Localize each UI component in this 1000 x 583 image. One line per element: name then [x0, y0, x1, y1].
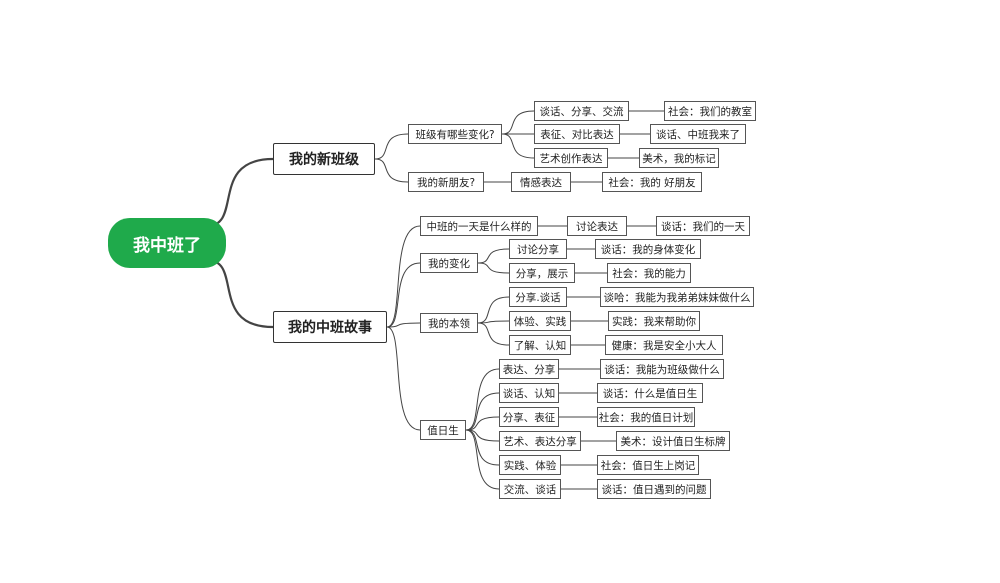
- branch-line: [374, 158, 409, 183]
- branch-2-topic-4-activity-5[interactable]: 社会：值日生上岗记: [597, 455, 699, 475]
- branch-2-topic-4-activity-2[interactable]: 谈话：什么是值日生: [597, 383, 703, 403]
- item-line: [465, 392, 500, 431]
- branch-2-topic-4-item-6[interactable]: 交流、谈话: [499, 479, 561, 499]
- branch-2-topic-3-activity-1[interactable]: 谈哈：我能为我弟弟妹妹做什么: [600, 287, 754, 307]
- branch-1-topic-1-item-2[interactable]: 表征、对比表达: [534, 124, 620, 144]
- branch-2-topic-4-item-2[interactable]: 谈话、认知: [499, 383, 559, 403]
- item-line: [477, 262, 510, 274]
- branch-1-topic-1[interactable]: 班级有哪些变化?: [408, 124, 502, 144]
- item-line: [477, 248, 510, 264]
- item-line: [465, 368, 500, 431]
- branch-2-topic-2-item-1[interactable]: 讨论分享: [509, 239, 567, 259]
- branch-2-topic-4-activity-6[interactable]: 谈话：值日遇到的问题: [597, 479, 711, 499]
- root-branch-line: [206, 157, 274, 228]
- branch-2-topic-3-activity-3[interactable]: 健康：我是安全小大人: [605, 335, 723, 355]
- branch-2-topic-1[interactable]: 中班的一天是什么样的: [420, 216, 538, 236]
- branch-1-topic-1-activity-2[interactable]: 谈话、中班我来了: [650, 124, 746, 144]
- item-line: [477, 322, 510, 346]
- branch-1-topic-2[interactable]: 我的新朋友?: [408, 172, 484, 192]
- branch-1-topic-1-item-3[interactable]: 艺术创作表达: [534, 148, 608, 168]
- branch-1[interactable]: 我的新班级: [273, 143, 375, 175]
- item-line: [501, 133, 535, 159]
- branch-2-topic-4-activity-3[interactable]: 社会：我的值日计划: [597, 407, 695, 427]
- branch-2-topic-4-item-3[interactable]: 分享、表征: [499, 407, 559, 427]
- branch-line: [386, 225, 421, 328]
- branch-2[interactable]: 我的中班故事: [273, 311, 387, 343]
- branch-2-topic-2[interactable]: 我的变化: [420, 253, 478, 273]
- item-line: [465, 429, 500, 490]
- branch-2-topic-2-item-2[interactable]: 分享，展示: [509, 263, 575, 283]
- branch-2-topic-3-item-2[interactable]: 体验、实践: [509, 311, 571, 331]
- branch-1-topic-1-activity-3[interactable]: 美术，我的标记: [639, 148, 719, 168]
- branch-2-topic-4-item-1[interactable]: 表达、分享: [499, 359, 559, 379]
- branch-line: [386, 326, 421, 431]
- branch-1-topic-1-item-1[interactable]: 谈话、分享、交流: [534, 101, 629, 121]
- branch-1-topic-1-activity-1[interactable]: 社会：我们的教室: [664, 101, 756, 121]
- branch-2-topic-1-item-1[interactable]: 讨论表达: [567, 216, 627, 236]
- branch-2-topic-2-activity-2[interactable]: 社会：我的能力: [607, 263, 691, 283]
- branch-2-topic-4-activity-4[interactable]: 美术：设计值日生标牌: [616, 431, 730, 451]
- item-line: [501, 110, 535, 135]
- item-line: [465, 416, 500, 431]
- branch-2-topic-3-item-1[interactable]: 分享.谈话: [509, 287, 567, 307]
- branch-2-topic-3-activity-2[interactable]: 实践：我来帮助你: [608, 311, 700, 331]
- branch-1-topic-2-item-1[interactable]: 情感表达: [511, 172, 571, 192]
- branch-2-topic-4[interactable]: 值日生: [420, 420, 466, 440]
- root-topic[interactable]: 我中班了: [108, 218, 226, 268]
- branch-2-topic-1-activity-1[interactable]: 谈话：我们的一天: [656, 216, 750, 236]
- branch-2-topic-4-activity-1[interactable]: 谈话：我能为班级做什么: [600, 359, 724, 379]
- branch-line: [374, 133, 409, 160]
- branch-line: [386, 262, 421, 328]
- item-line: [465, 429, 500, 466]
- branch-2-topic-2-activity-1[interactable]: 谈话：我的身体变化: [595, 239, 701, 259]
- branch-line: [386, 322, 421, 328]
- branch-2-topic-4-item-5[interactable]: 实践、体验: [499, 455, 561, 475]
- item-line: [477, 296, 510, 324]
- branch-2-topic-3-item-3[interactable]: 了解、认知: [509, 335, 571, 355]
- root-branch-line: [206, 258, 274, 329]
- branch-2-topic-4-item-4[interactable]: 艺术、表达分享: [499, 431, 581, 451]
- branch-1-topic-2-activity-1[interactable]: 社会：我的 好朋友: [602, 172, 702, 192]
- branch-2-topic-3[interactable]: 我的本领: [420, 313, 478, 333]
